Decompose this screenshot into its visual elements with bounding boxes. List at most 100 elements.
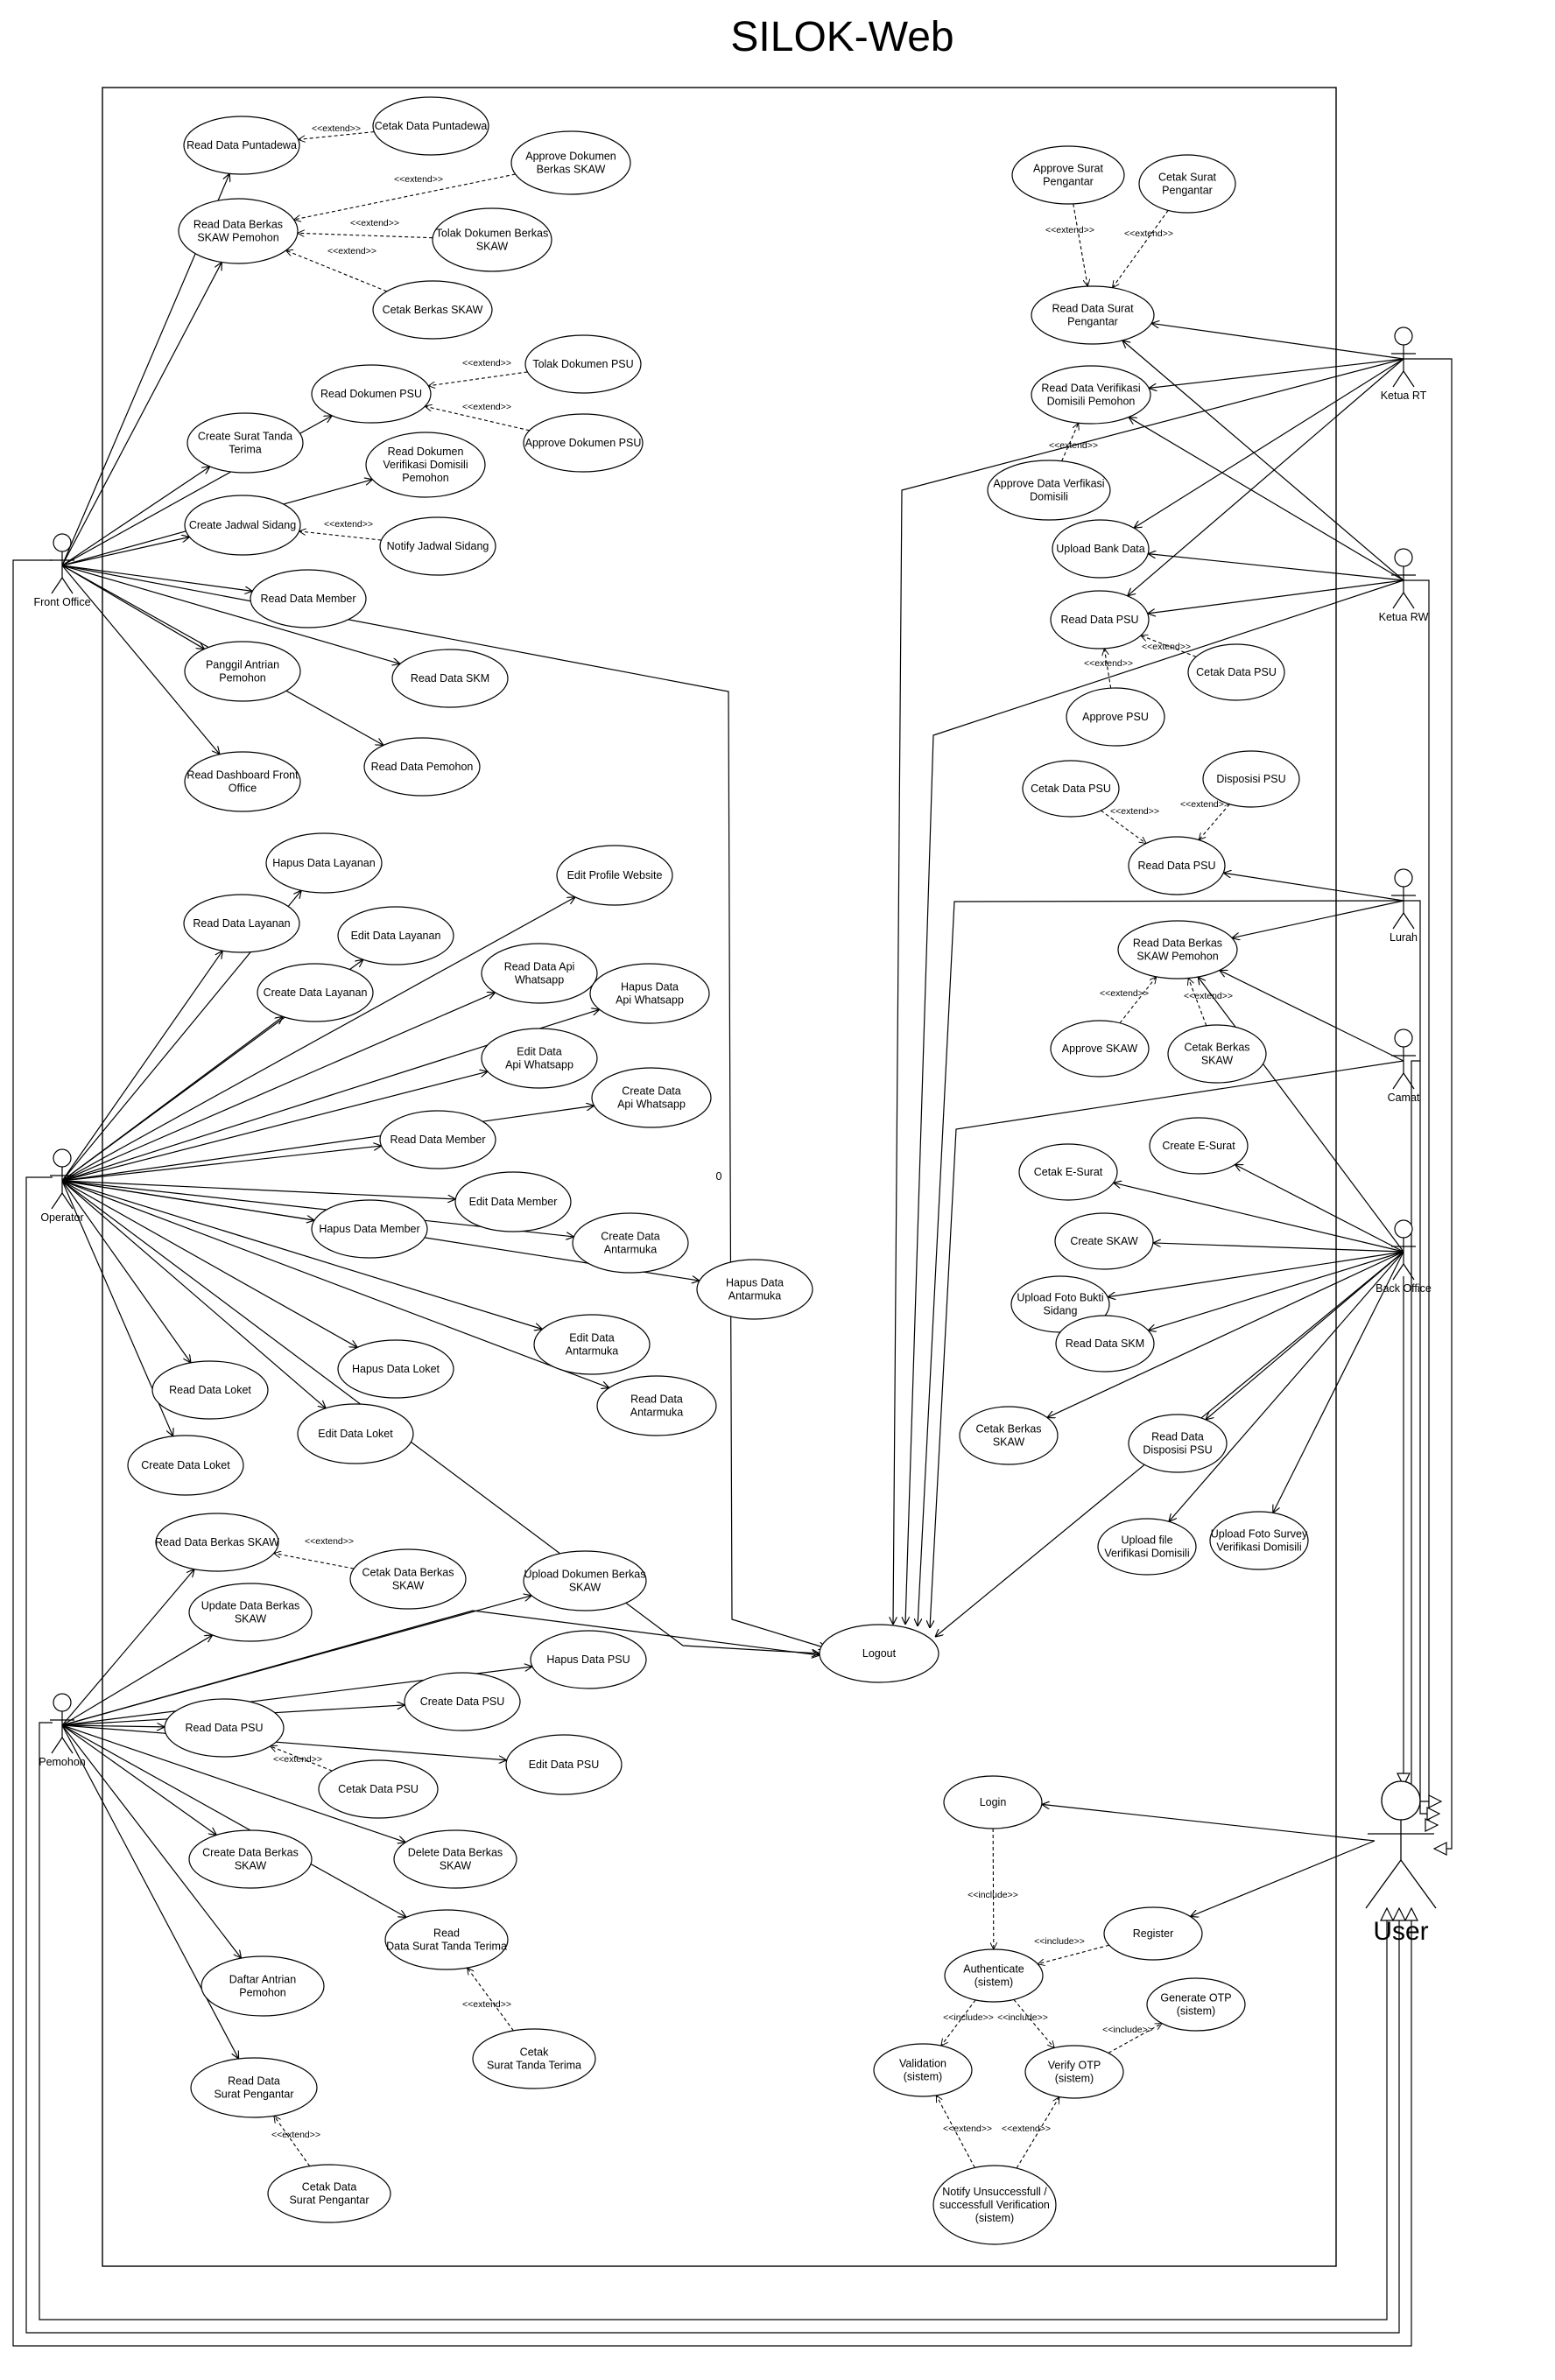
association-pemohon-pm_edit_psu [61, 1724, 507, 1760]
use-case-ellipse [1052, 519, 1150, 579]
use-case-label: Read [433, 1927, 460, 1940]
extend-us_notify-us_verify_otp [1016, 2097, 1059, 2169]
extend-fo_notify_jadwal_sidang-fo_create_jadwal_sidang [299, 531, 382, 541]
association-back_office-lu_read_berkas_skaw [1198, 977, 1404, 1253]
use-case-label: Create Data Berkas [202, 1847, 299, 1859]
use-case-label: Verify OTP [1048, 2060, 1101, 2072]
use-case-label: Read Data PSU [1061, 614, 1139, 626]
use-case-label: Pemohon [402, 472, 449, 484]
use-case-label: Cetak Data Berkas [362, 1567, 454, 1579]
use-case-label: Surat Pengantar [214, 2089, 293, 2101]
use-case-label: Pengantar [1043, 176, 1094, 188]
association-pemohon-pm_read_surat_pengantar [61, 1724, 239, 2059]
use-case-ellipse [404, 1672, 521, 1731]
use-case-label: Create Surat Tanda [198, 431, 292, 443]
use-case-ellipse [572, 1212, 689, 1274]
extend-label: <<extend>> [1124, 228, 1173, 239]
actor-name: Back Office [1376, 1282, 1432, 1295]
use-case-label: (sistem) [1055, 2073, 1094, 2085]
use-case-label: (sistem) [1177, 2005, 1215, 2018]
use-case-label: Cetak Data Puntadewa [375, 120, 488, 132]
use-case-label: Sidang [1044, 1305, 1078, 1317]
extend-rw_approve_psu-rw_read_psu [1104, 649, 1112, 689]
association-ketua_rw-logout [905, 579, 1404, 1625]
extend-label: <<extend>> [324, 519, 373, 530]
use-case-label: Api Whatsapp [616, 994, 684, 1007]
use-case-ellipse [184, 495, 301, 556]
association-front_office-fo_create_jadwal_sidang [61, 537, 189, 566]
extend-label: <<extend>> [1084, 658, 1133, 669]
use-case-ellipse [1031, 285, 1155, 345]
use-case-label: Create Data [622, 1085, 680, 1098]
use-case-pm-edit-psu: Edit Data PSU [505, 1734, 623, 1795]
use-case-ellipse [184, 751, 301, 812]
use-case-ellipse [1066, 687, 1165, 747]
use-case-label: Create SKAW [1070, 1235, 1138, 1247]
extend-lu_disposisi_psu-lu_read_psu [1199, 804, 1230, 840]
use-case-rw-approve-psu: Approve PSU [1066, 687, 1165, 747]
use-case-op-edit-layanan: Edit Data Layanan [337, 906, 454, 965]
use-case-label: Notify Jadwal Sidang [387, 540, 489, 552]
use-case-label: Disposisi PSU [1143, 1444, 1212, 1457]
use-case-label: Edit Data Loket [318, 1428, 393, 1440]
use-case-label: Hapus Data PSU [546, 1653, 630, 1666]
use-case-label: Pemohon [219, 672, 266, 685]
use-case-label: Panggil Antrian [206, 659, 279, 671]
actor-name: Operator [40, 1211, 83, 1224]
use-case-label: Tolak Dokumen Berkas [436, 228, 549, 240]
association-back_office-bo_cetak_berkas_skaw [1047, 1251, 1404, 1418]
use-case-pm-cetak-psu: Cetak Data PSU [318, 1759, 439, 1819]
use-case-ellipse [1128, 1414, 1228, 1473]
use-case-ellipse [472, 2028, 596, 2089]
extend-pm_cetak_surat_pengantar-pm_read_surat_pengantar [274, 2116, 311, 2167]
use-case-ellipse [523, 1550, 647, 1611]
actor-name: Front Office [33, 596, 90, 608]
extend-label: <<extend>> [1045, 225, 1094, 235]
extend-label: <<extend>> [271, 2130, 320, 2140]
actor-name: Lurah [1390, 931, 1418, 944]
use-case-ellipse [188, 1829, 313, 1889]
association-front_office-fo_read_berkas_skaw [61, 263, 222, 566]
use-case-label: SKAW Pemohon [1136, 951, 1218, 963]
extend-label: <<extend>> [1110, 806, 1159, 817]
association-operator-logout [61, 1180, 820, 1653]
extend-label: <<extend>> [943, 2124, 992, 2134]
use-case-label: Read Data Pemohon [371, 761, 474, 773]
association-back_office-bo_read_skm [1148, 1251, 1404, 1330]
extend-label: <<extend>> [394, 174, 443, 185]
association-back_office-bo_upload_verifikasi [1169, 1251, 1404, 1521]
association-back_office-bo_create_skaw [1153, 1243, 1404, 1253]
extend-label: <<extend>> [327, 246, 376, 256]
use-case-label: Read Data Berkas SKAW [155, 1536, 279, 1548]
include-us_authenticate-us_verify_otp [1013, 1999, 1054, 2047]
use-case-label: Hapus Data Loket [352, 1363, 440, 1375]
generalization-lurah-user [1404, 900, 1439, 1814]
use-case-ellipse [1031, 365, 1151, 425]
extend-label: <<extend>> [462, 402, 511, 412]
use-case-label: Approve Data Verfikasi [993, 478, 1104, 490]
use-case-ellipse [372, 280, 493, 340]
use-case-ellipse [183, 116, 300, 175]
use-case-ellipse [393, 1829, 517, 1889]
use-case-label: Edit Data [569, 1332, 614, 1344]
use-case-ellipse [819, 1624, 939, 1683]
use-case-bo-cetak-esurat: Cetak E-Surat [1018, 1143, 1118, 1201]
use-case-label: SKAW [569, 1582, 602, 1594]
generalization-pemohon-user [39, 1722, 1387, 2320]
use-case-label: (sistem) [904, 2071, 942, 2083]
use-case-ellipse [1209, 1511, 1309, 1570]
association-lurah-logout [918, 900, 1404, 1626]
use-case-ellipse [311, 364, 432, 424]
use-case-op-hapus-layanan: Hapus Data Layanan [265, 832, 383, 894]
use-case-fo-tolak-dok-psu: Tolak Dokumen PSU [524, 334, 642, 394]
use-case-bo-create-skaw: Create SKAW [1054, 1212, 1154, 1270]
use-case-label: Edit Data [517, 1046, 561, 1058]
